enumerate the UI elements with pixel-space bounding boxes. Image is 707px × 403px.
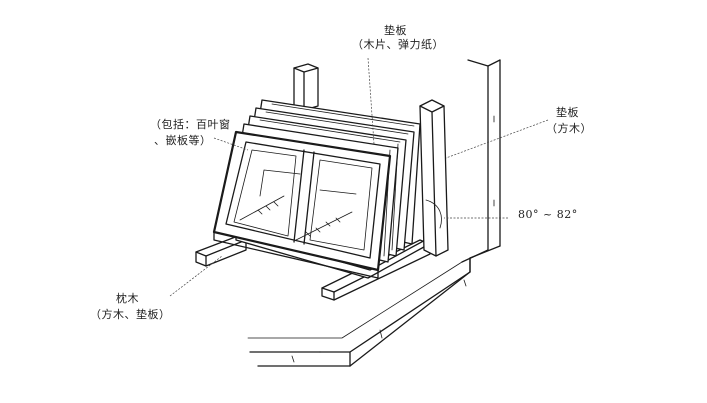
front-sash xyxy=(212,130,392,279)
rear-post-left xyxy=(293,63,319,111)
rear-post-right xyxy=(419,99,449,257)
leader-sleeper xyxy=(169,255,223,297)
label-pad-board-top: 垫板 xyxy=(384,24,407,37)
wall-and-floor xyxy=(247,59,501,367)
label-pad-board-right-note: （方木） xyxy=(546,122,592,135)
leader-pad-board-top xyxy=(367,57,375,145)
label-pad-board-top-note: （木片、弹力纸） xyxy=(352,38,444,51)
label-sleeper: 枕木 xyxy=(116,292,139,305)
label-pad-board-right: 垫板 xyxy=(556,106,579,119)
label-contents-line2: 、嵌板等） xyxy=(154,134,212,147)
label-angle: 80° ~ 82° xyxy=(518,208,578,221)
leader-pad-board-right xyxy=(445,119,549,159)
label-sleeper-note: （方木、垫板） xyxy=(90,308,171,321)
label-contents-line1: （包括：百叶窗 xyxy=(150,118,231,131)
leader-contents xyxy=(213,137,249,151)
